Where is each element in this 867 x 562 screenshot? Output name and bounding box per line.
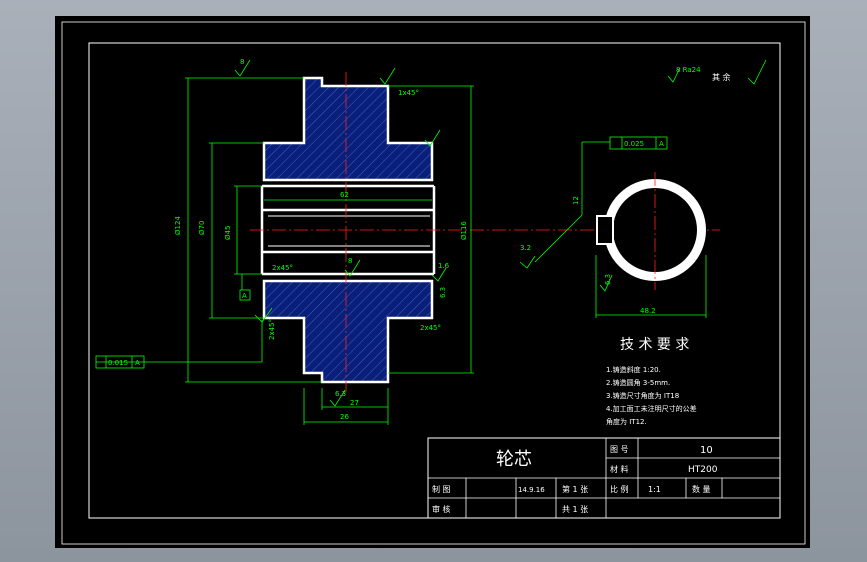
rough-note: 8 Ra24 [676, 66, 701, 74]
requirement-4: 4.加工面工未注明尺寸的公差 [606, 404, 697, 413]
drawn-label: 制 图 [432, 484, 451, 494]
rough-63c: 6.3 [604, 274, 612, 285]
dim-len26: 26 [340, 413, 349, 421]
dimension-texts: Ø124 Ø70 Ø45 Ø116 62 27 26 48.2 12 1x45°… [108, 58, 731, 421]
sheet-label: 第 1 张 [562, 484, 588, 494]
chamfer-3: 2x45° [420, 324, 441, 332]
rough-63a: 6.3 [335, 390, 346, 398]
end-view [596, 172, 706, 290]
dim-key: 48.2 [640, 307, 656, 315]
dimension-lines [95, 59, 767, 425]
drawing-no: 10 [700, 445, 713, 456]
rest-label: 其 余 [712, 72, 731, 82]
dim-d124: Ø124 [174, 216, 182, 235]
material-label: 材 料 [610, 464, 629, 474]
outer-border [61, 21, 806, 545]
technical-requirements: 技 术 要 求 1.铸造斜度 1:20. 2.铸造圆角 3-5mm. 3.铸造尺… [606, 337, 697, 426]
total-sheets-label: 共 1 张 [562, 505, 588, 514]
datum-ref-1: A [135, 359, 140, 367]
requirement-2: 2.铸造圆角 3-5mm. [606, 378, 670, 387]
requirements-title: 技 术 要 求 [620, 337, 689, 353]
dim-d116: Ø116 [460, 221, 468, 240]
rough-8b: 8 [348, 257, 352, 265]
dim-d70: Ø70 [198, 221, 206, 235]
chamfer-4: 2x45° [268, 319, 276, 340]
keyway [596, 215, 614, 245]
rough-8a: 8 [240, 58, 244, 66]
scale-label: 比 例 [610, 484, 629, 494]
checked-label: 审 核 [432, 504, 451, 514]
dim-len62: 62 [340, 191, 349, 199]
requirement-3: 3.铸造尺寸角度为 IT18 [606, 391, 679, 400]
quantity-label: 数 量 [692, 484, 711, 494]
dim-len27: 27 [350, 399, 359, 407]
rough-63b: 6.3 [439, 287, 447, 298]
datum-ref-2: A [659, 140, 664, 148]
rough-32: 3.2 [520, 244, 531, 252]
material: HT200 [688, 465, 718, 475]
date: 14.9.16 [518, 486, 545, 494]
chamfer-1: 1x45° [398, 89, 419, 97]
scale: 1:1 [648, 485, 661, 494]
datum-label: A [242, 292, 247, 300]
dim-keyw: 12 [572, 196, 580, 205]
title-block: 轮芯 图 号 10 材 料 HT200 比 例 1:1 数 量 制 图 审 核 … [427, 437, 781, 519]
tolerance-2: 0.025 [624, 140, 644, 148]
rough-16: 1.6 [438, 262, 450, 270]
requirement-1: 1.铸造斜度 1:20. [606, 365, 661, 374]
requirement-5: 角度为 IT12. [606, 417, 647, 426]
dim-d45: Ø45 [224, 226, 232, 240]
chamfer-2: 2x45° [272, 264, 293, 272]
part-name: 轮芯 [496, 449, 532, 470]
drawing-no-label: 图 号 [610, 445, 629, 454]
tolerance-1: 0.015 [108, 359, 128, 367]
